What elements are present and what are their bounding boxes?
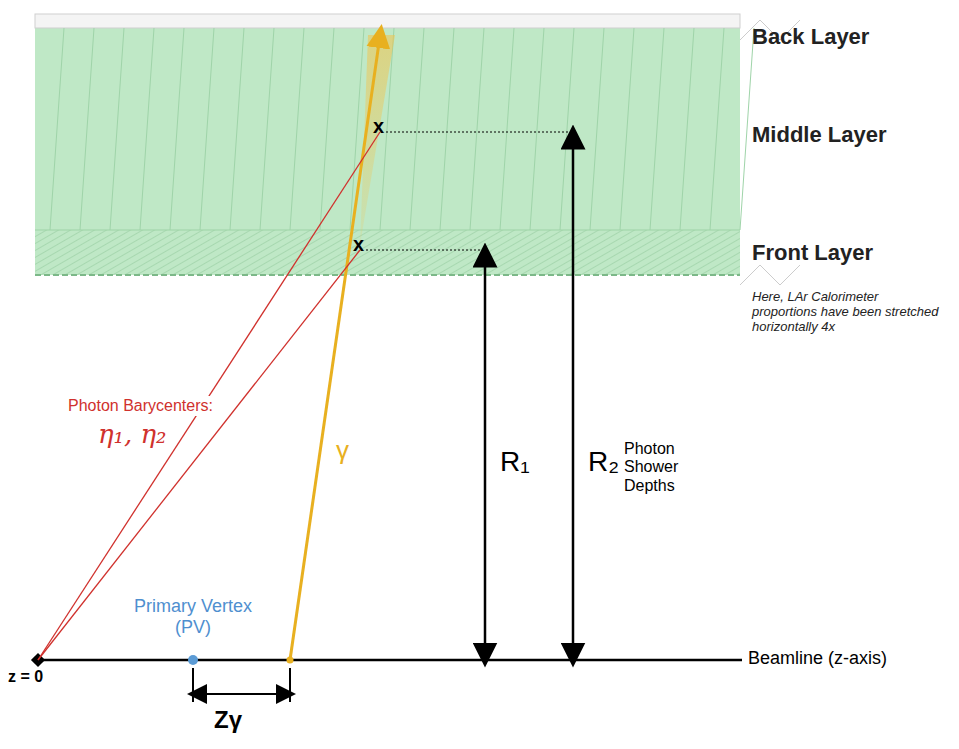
eta-label: η₁, η₂ (96, 420, 169, 450)
cell-line (50, 28, 64, 230)
z-gamma-bracket (197, 693, 286, 695)
depth-label: Photon Shower Depths (624, 440, 704, 495)
cell-line (80, 28, 94, 230)
cell-line (320, 28, 334, 230)
origin-label: z = 0 (8, 668, 43, 686)
barycenter-mark: x (373, 115, 384, 138)
cell-line (260, 28, 274, 230)
layer-name: Back Layer (752, 24, 869, 49)
cell-line (140, 28, 154, 230)
z-gamma-label: Zγ (214, 706, 242, 734)
primary-vertex (188, 655, 198, 665)
vertex-label: Primary Vertex (PV) (118, 596, 268, 637)
barycenter-label: Photon Barycenters: (66, 396, 215, 416)
cell-line (620, 28, 634, 230)
cell-line (740, 28, 754, 230)
r1-label: R₁ (500, 446, 530, 478)
axis-label: Beamline (z-axis) (748, 648, 887, 669)
cell-line (530, 28, 544, 230)
cell-line (110, 28, 124, 230)
barycenter-line (38, 250, 360, 660)
layer-name: Front Layer (752, 240, 873, 265)
cell-line (650, 28, 664, 230)
cell-line (290, 28, 304, 230)
r2-arrow (572, 137, 575, 655)
note: Here, LAr Calorimeter proportions have b… (752, 290, 947, 335)
photon-track (290, 36, 380, 660)
cell-line (440, 28, 454, 230)
cell-line (500, 28, 514, 230)
photon-label: γ (336, 436, 349, 466)
barycenter-line (38, 132, 380, 660)
cell-line (590, 28, 604, 230)
cell-line (230, 28, 244, 230)
cell-line (680, 28, 694, 230)
layer-name: Middle Layer (752, 122, 886, 147)
r1-arrow (484, 255, 487, 655)
cell-line (410, 28, 424, 230)
lar-calorimeter (35, 28, 740, 275)
cell-line (170, 28, 184, 230)
front-layer-band (35, 230, 740, 275)
cell-line (200, 28, 214, 230)
cell-line (470, 28, 484, 230)
barycenter-mark: x (353, 233, 364, 256)
cell-line (710, 28, 724, 230)
r2-label: R₂ (588, 446, 619, 478)
beamline (38, 659, 742, 662)
